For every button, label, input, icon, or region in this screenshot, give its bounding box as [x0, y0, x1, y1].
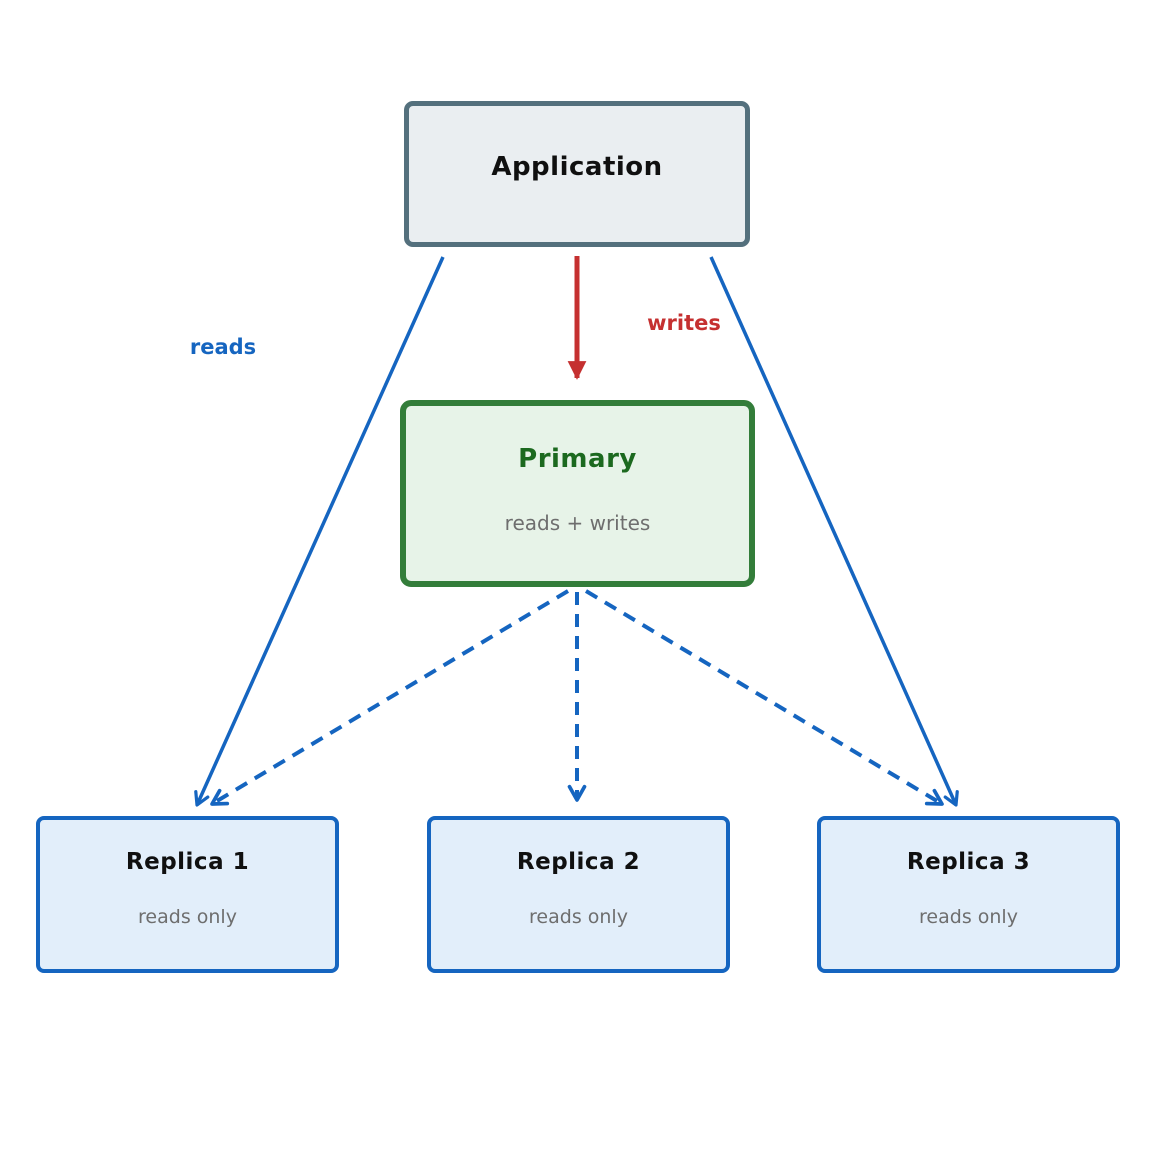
reads-arrow-left [194, 256, 445, 807]
primary-node: Primary reads + writes [400, 400, 755, 587]
application-node: Application [404, 101, 750, 247]
replica3-node-label: Replica 3 [906, 848, 1031, 875]
replica2-node: Replica 2 reads only [427, 816, 730, 973]
replica1-node-label: Replica 1 [125, 848, 250, 875]
replica1-node-sublabel: reads only [138, 905, 237, 928]
replication-arrow-1 [210, 589, 570, 806]
replica3-node: Replica 3 reads only [817, 816, 1120, 973]
primary-node-sublabel: reads + writes [504, 511, 651, 536]
application-node-label: Application [491, 152, 663, 183]
replica2-node-label: Replica 2 [516, 848, 641, 875]
replica3-node-sublabel: reads only [919, 905, 1018, 928]
primary-node-label: Primary [518, 443, 637, 474]
reads-edge-label: reads [189, 335, 257, 359]
replica2-node-sublabel: reads only [529, 905, 628, 928]
replica1-node: Replica 1 reads only [36, 816, 339, 973]
replication-arrow-3 [584, 589, 944, 806]
reads-arrow-right [709, 256, 959, 807]
writes-edge-label: writes [647, 311, 721, 335]
